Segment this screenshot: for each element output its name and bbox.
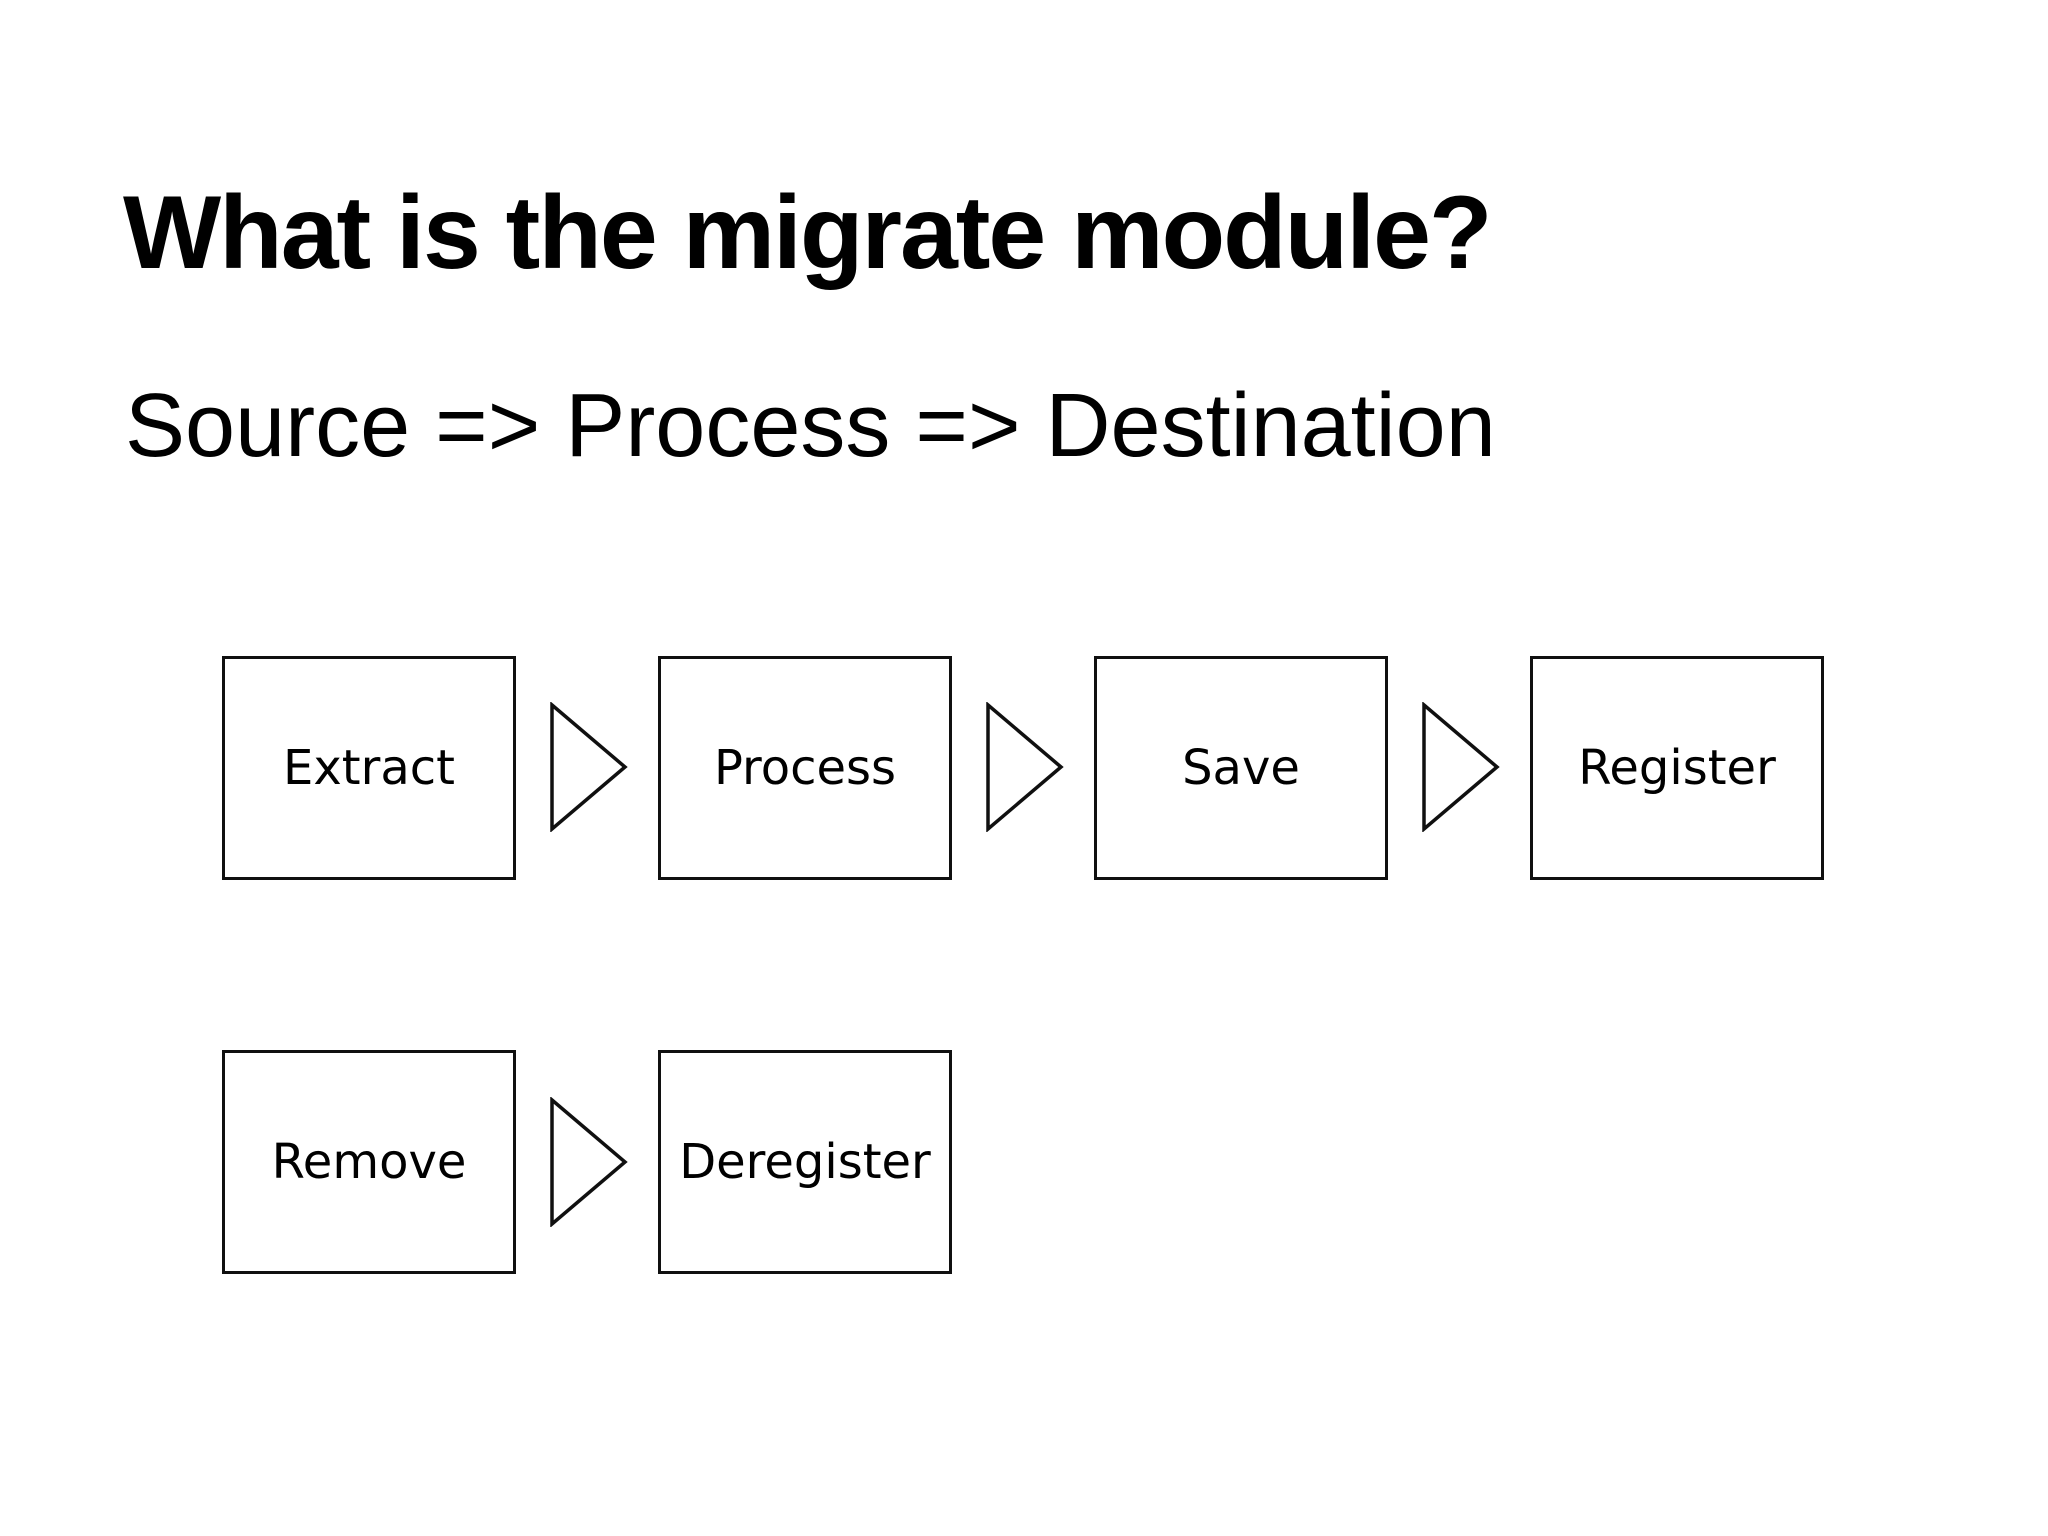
flow-box-save-label: Save (1182, 740, 1300, 796)
slide-subtitle: Source => Process => Destination (125, 376, 1496, 476)
flow-box-deregister-label: Deregister (679, 1134, 931, 1190)
flow-box-process-label: Process (713, 740, 897, 796)
flow-box-deregister: Deregister (658, 1050, 952, 1274)
arrow-right-icon (550, 1097, 628, 1227)
flow-box-extract-label: Extract (283, 740, 455, 796)
flow-box-register: Register (1530, 656, 1824, 880)
slide-title: What is the migrate module? (123, 175, 1492, 291)
arrow-right-icon (1422, 702, 1500, 832)
flow-box-remove-label: Remove (271, 1134, 467, 1190)
flow-box-process: Process (658, 656, 952, 880)
arrow-right-icon (550, 702, 628, 832)
flow-box-extract: Extract (222, 656, 516, 880)
arrow-right-icon (986, 702, 1064, 832)
flow-box-register-label: Register (1578, 740, 1776, 796)
flow-box-save: Save (1094, 656, 1388, 880)
flow-box-remove: Remove (222, 1050, 516, 1274)
